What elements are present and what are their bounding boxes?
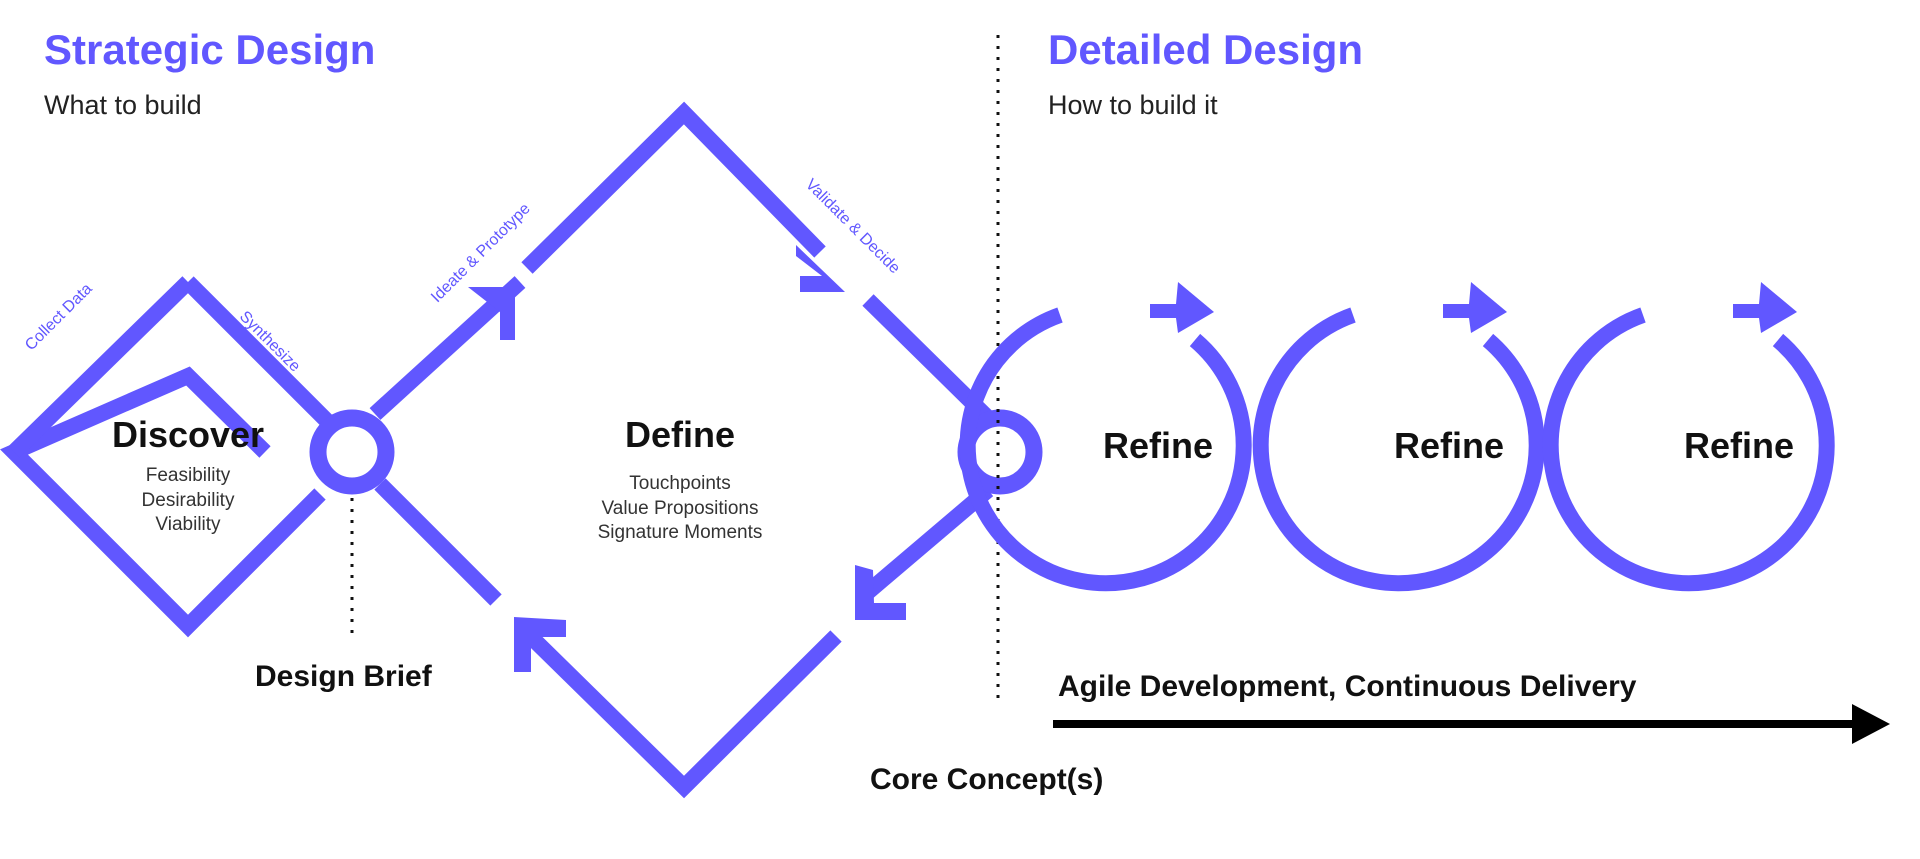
design-brief-label: Design Brief <box>255 660 432 693</box>
synthesize-edge <box>182 276 346 440</box>
refine-arrowhead-3 <box>1733 282 1797 333</box>
define-item: Value Propositions <box>601 497 759 519</box>
discover-item: Viability <box>155 514 221 536</box>
refine-loop-3 <box>1542 307 1835 592</box>
define-item: Signature Moments <box>597 522 763 544</box>
strategic-design-title: Strategic Design <box>44 26 376 73</box>
define-title: Define <box>624 414 736 455</box>
agile-label: Agile Development, Continuous Delivery <box>1058 670 1637 703</box>
define-outputs: Touchpoints Value Propositions Signature… <box>560 472 800 546</box>
detailed-design-subtitle: How to build it <box>1048 90 1218 120</box>
refine-loop-2 <box>1252 307 1545 592</box>
core-concept-label: Core Concept(s) <box>870 763 1104 796</box>
ideate-arrowhead <box>468 287 515 340</box>
return-edge-left <box>374 478 502 606</box>
refine-label-3: Refine <box>1683 425 1795 466</box>
refine-loop-1 <box>959 307 1252 592</box>
collect-data-edge <box>8 276 194 458</box>
design-brief-node <box>309 409 395 495</box>
return-edge-right <box>862 483 994 599</box>
validate-arrowhead <box>796 245 845 292</box>
define-item: Touchpoints <box>629 473 731 494</box>
agile-arrowhead <box>1852 704 1890 744</box>
detailed-design-title: Detailed Design <box>1048 26 1364 73</box>
strategic-design-subtitle: What to build <box>44 90 202 120</box>
return-arrowhead-left <box>514 617 566 672</box>
discover-item: Feasibility <box>145 465 231 486</box>
refine-label-1: Refine <box>1102 425 1214 466</box>
refine-label-2: Refine <box>1393 425 1505 466</box>
define-top-edge <box>521 101 826 274</box>
refine-arrowhead-1 <box>1150 282 1214 333</box>
discover-title: Discover <box>111 414 265 455</box>
return-arrowhead-right <box>855 565 906 620</box>
define-bottom-edge <box>518 624 842 799</box>
discover-criteria: Feasibility Desirability Viability <box>88 464 288 538</box>
discover-item: Desirability <box>141 489 235 511</box>
refine-arrowhead-2 <box>1443 282 1507 333</box>
